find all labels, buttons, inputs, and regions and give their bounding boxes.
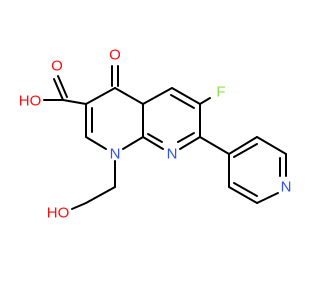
atom-label-ho-acid: HO	[19, 93, 42, 110]
bond-ch2-ch2	[85, 186, 116, 204]
bond-n8-c8a	[142, 136, 164, 150]
atom-label-n8: N	[167, 146, 178, 163]
bond-c4a-c5	[142, 87, 173, 105]
bond-c7-pyridyl	[199, 136, 230, 155]
bond-py-n-c6	[256, 192, 279, 204]
atom-label-n-pyridine: N	[281, 179, 292, 196]
bond-n8-c8a-inner	[147, 133, 163, 143]
bond-ch2-oh	[71, 202, 87, 210]
bond-acid-c-o-double-b	[57, 75, 68, 98]
bond-c7-n8	[179, 136, 201, 150]
atom-label-f: F	[216, 84, 225, 101]
atom-label-ho-ethyl: HO	[47, 205, 70, 222]
bond-c5-c6	[171, 87, 201, 105]
bond-c4-c4a	[114, 87, 144, 105]
bond-n1-c2	[85, 136, 107, 150]
bond-acid-c-ring	[62, 99, 87, 105]
bond-py-c4-c3	[228, 136, 258, 155]
atom-label-o-ketone: O	[109, 47, 121, 64]
bond-c8a-n1	[122, 136, 144, 150]
molecule-structure-diagram: HO O O F N N N HO	[19, 47, 292, 222]
bond-py-c3-c2	[256, 136, 287, 155]
atom-labels: HO O O F N N N HO	[19, 47, 292, 222]
bond-c6-f	[199, 97, 211, 105]
bond-acid-c-o-double-a	[53, 78, 64, 101]
molecule-svg: HO O O F N N N HO	[19, 47, 292, 222]
atom-label-n1: N	[110, 146, 121, 163]
bond-c7-n8-inner	[177, 132, 195, 143]
atom-label-o-acid-carbonyl: O	[51, 58, 63, 75]
bonds	[43, 65, 287, 210]
bond-c3-c4	[85, 87, 116, 105]
bond-c5-c6-inner	[170, 94, 195, 109]
bond-py-c6-c5	[228, 186, 258, 204]
bond-py-c4-c3-inner	[233, 143, 258, 158]
bond-py-c6-c5-inner	[233, 182, 258, 197]
